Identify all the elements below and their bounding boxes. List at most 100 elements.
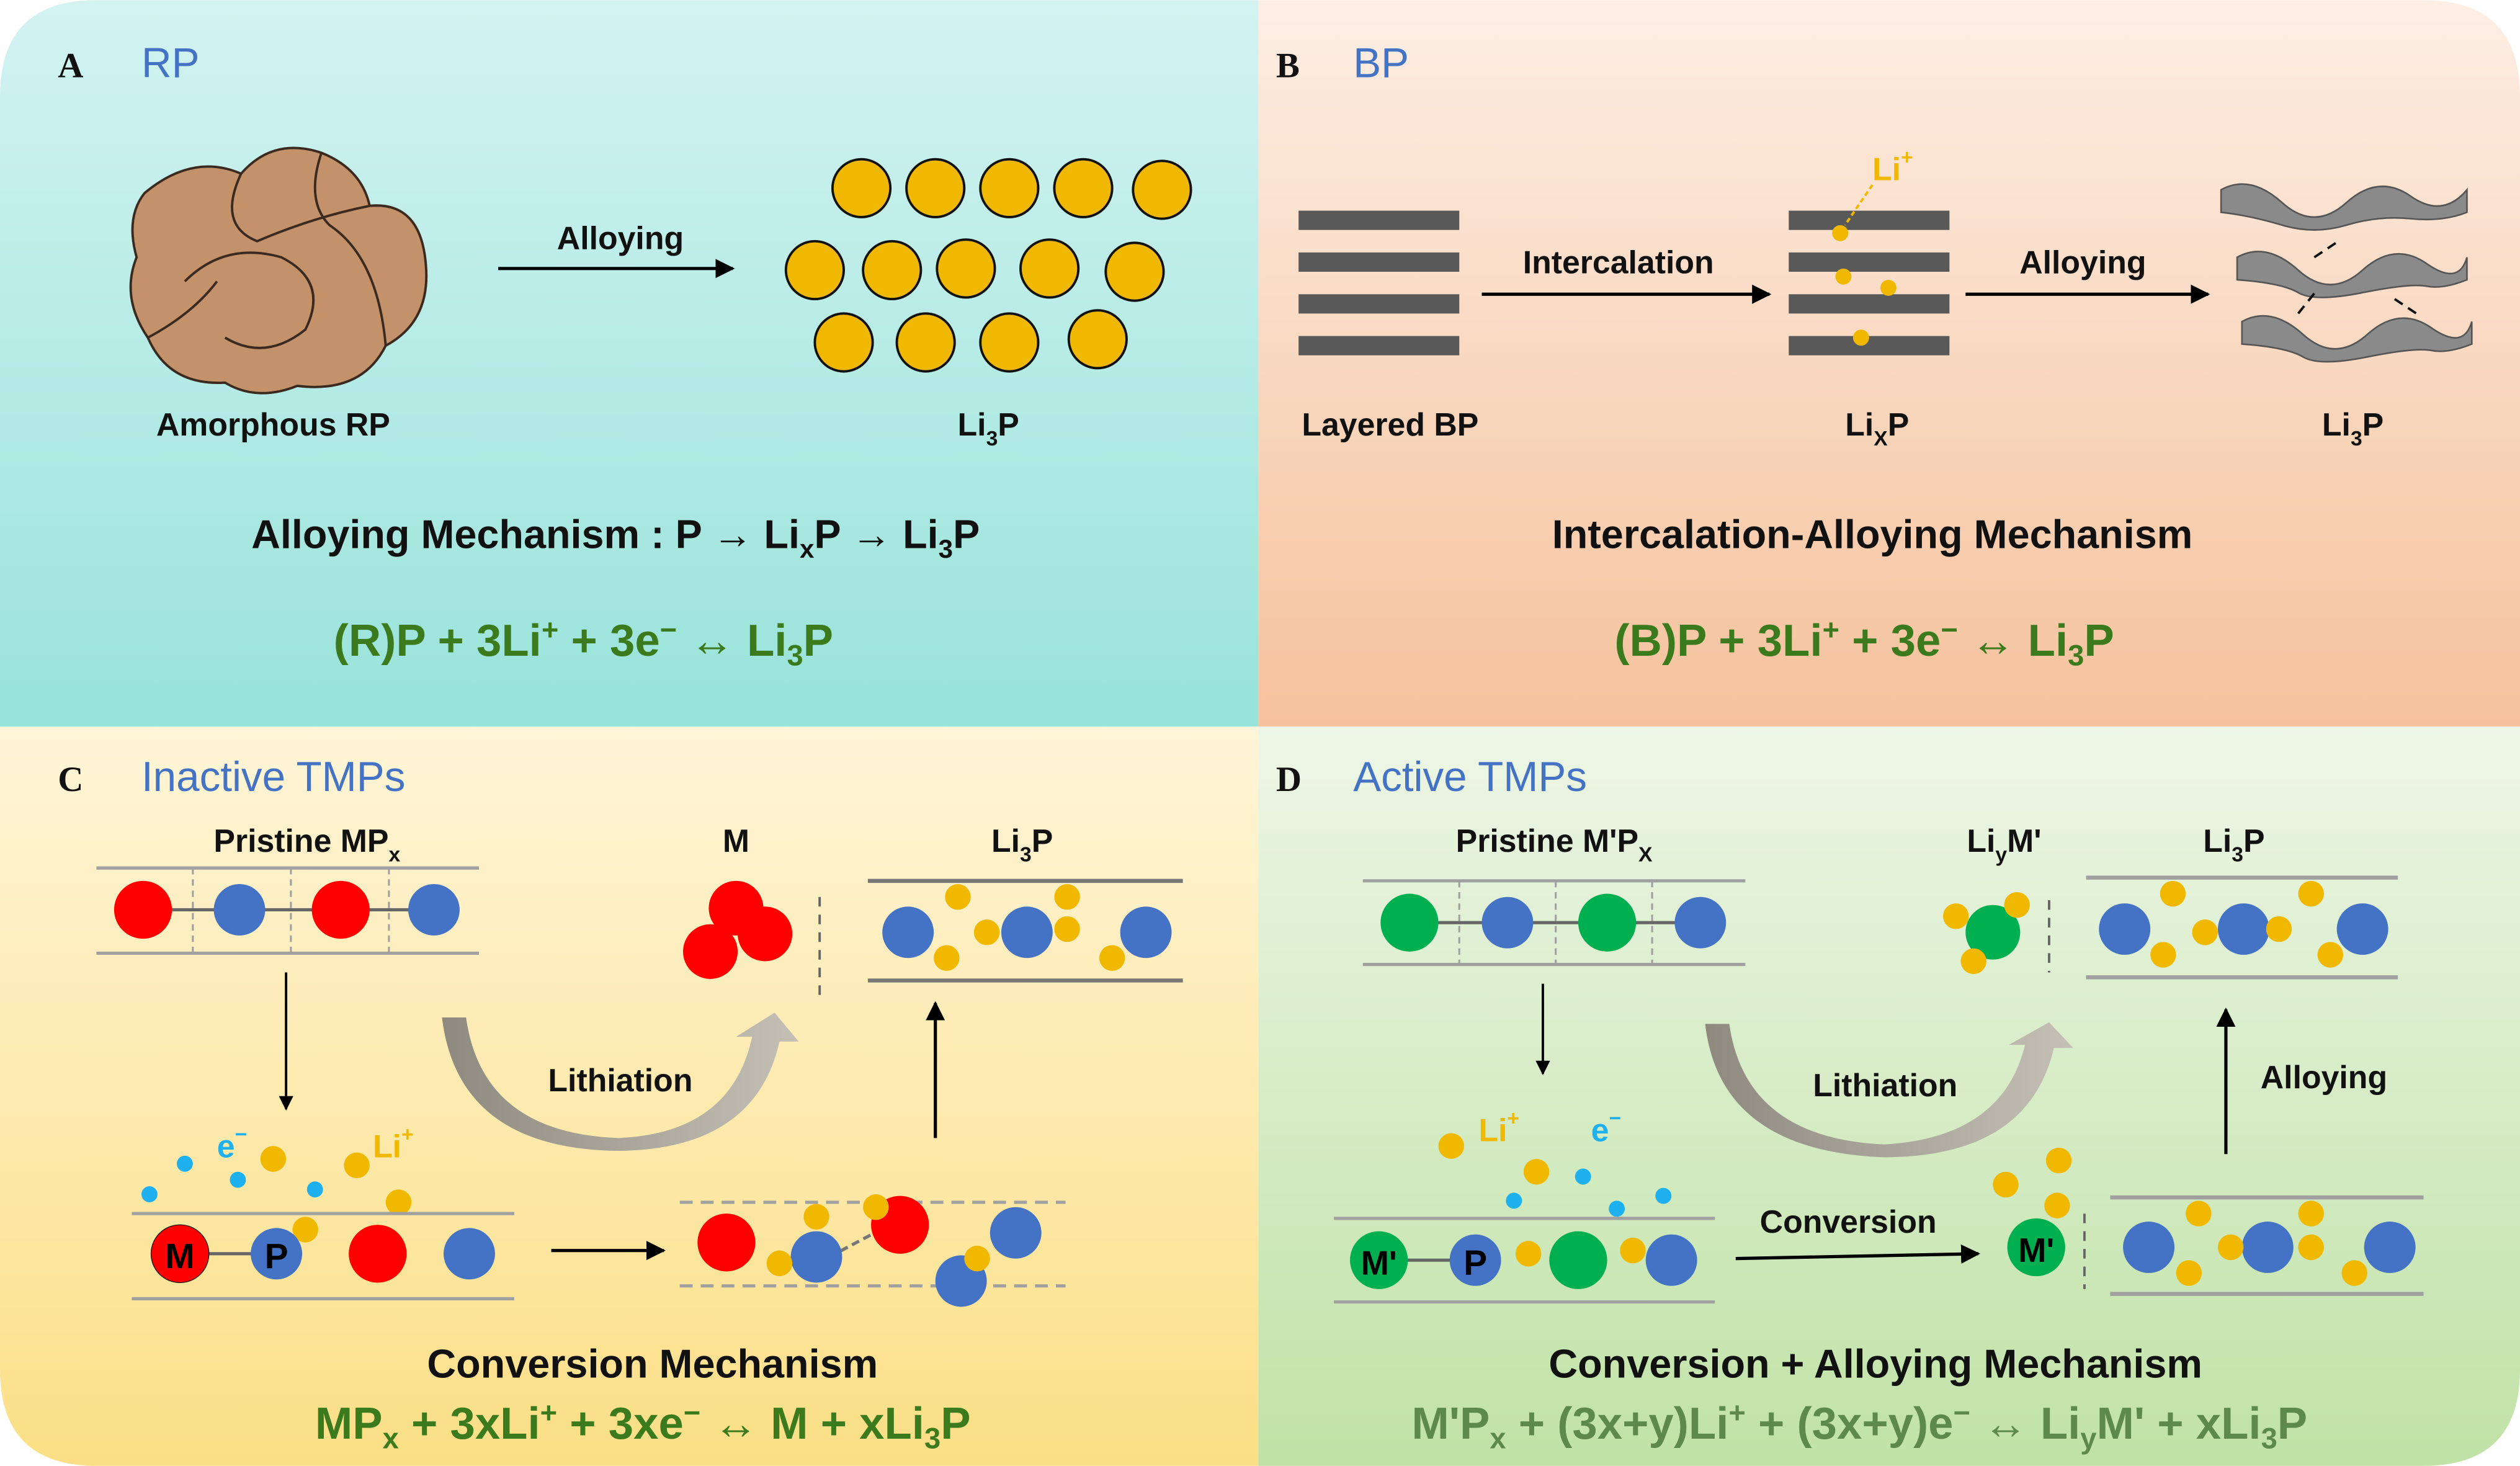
- supscript-text: +: [1507, 1107, 1519, 1130]
- conversion-label: Conversion: [1760, 1204, 1937, 1240]
- subscript-text: 3: [2068, 639, 2084, 672]
- phosphorus-atom-label: P: [1463, 1243, 1487, 1283]
- panel-d: D Active TMPs Pristine M'PX LiyM' Li3P L…: [1276, 754, 2424, 1454]
- supscript-text: +: [1728, 1396, 1746, 1429]
- text-segment: + (3x+y)e: [1746, 1398, 1954, 1449]
- text-segment: M': [2007, 823, 2041, 859]
- text-segment: M'P: [1411, 1398, 1490, 1449]
- conversion-arrow: [1735, 1244, 1981, 1264]
- supscript-text: −: [660, 613, 677, 646]
- supscript-text: +: [542, 613, 559, 646]
- mechanism-title: Alloying Mechanism : P → LixP → Li3P: [251, 512, 980, 564]
- intercalation-label: Intercalation: [1523, 244, 1714, 280]
- text-segment: Li: [2322, 406, 2351, 442]
- pristine-mpx-lattice: [1362, 879, 1746, 967]
- reduced-metal-atom: [2007, 1218, 2065, 1277]
- lithiation-curved-arrow: [442, 1012, 799, 1151]
- panel-title: Inactive TMPs: [141, 754, 405, 800]
- pristine-mpx-label: Pristine M'PX: [1456, 823, 1653, 867]
- supscript-text: +: [1901, 146, 1913, 169]
- amorphous-rp-label: Amorphous RP: [156, 406, 390, 442]
- phosphorus-atom-label: P: [265, 1236, 288, 1276]
- panel-c: C Inactive TMPs Pristine MPx M Li3P Lith…: [58, 754, 1183, 1454]
- subscript-text: 3: [986, 427, 998, 450]
- lithiation-label: Lithiation: [1813, 1067, 1957, 1103]
- pristine-mpx-lattice: [96, 866, 479, 955]
- text-segment: ↔ Li: [677, 615, 787, 666]
- electrons-and-ions: [141, 1146, 412, 1243]
- text-segment: + 3xLi: [399, 1398, 540, 1449]
- text-segment: + 3e: [1839, 615, 1941, 666]
- mechanism-title: Intercalation-Alloying Mechanism: [1552, 512, 2193, 557]
- text-segment: e: [1591, 1112, 1609, 1148]
- metal-atom-label: M: [165, 1236, 194, 1276]
- li-ion-label: Li+: [1872, 146, 1913, 187]
- panel-title: RP: [141, 40, 200, 87]
- phosphorus-atom: [1449, 1234, 1501, 1286]
- amorphous-rp-blob: [129, 146, 428, 395]
- metal-atom: [1350, 1231, 1408, 1289]
- subscript-text: 3: [2351, 427, 2362, 450]
- li3p-lattice-bottom: [2110, 1195, 2424, 1296]
- text-segment: + 3e: [558, 615, 659, 666]
- text-segment: Pristine M'P: [1456, 823, 1638, 859]
- panel-letter: C: [58, 760, 83, 799]
- text-segment: P: [2243, 823, 2265, 859]
- li3p-lattice: [867, 878, 1183, 983]
- reaction-equation: (R)P + 3Li+ + 3e− ↔ Li3P: [334, 613, 833, 671]
- text-segment: P: [2362, 406, 2384, 442]
- li3p-particles: [784, 158, 1192, 373]
- panel-b: B BP Layered BP Intercalation Li+ LiXP A…: [1276, 40, 2473, 672]
- phosphorus-atom: [251, 1228, 303, 1280]
- text-segment: P: [941, 1398, 970, 1449]
- text-segment: Li: [1478, 1112, 1507, 1148]
- text-segment: ↔ Li: [1970, 1398, 2080, 1449]
- text-segment: P: [2084, 615, 2114, 666]
- text-segment: Li: [2203, 823, 2232, 859]
- supscript-text: −: [684, 1396, 701, 1429]
- electron-label: e−: [1591, 1107, 1621, 1148]
- lithium-ions: [1832, 225, 1897, 346]
- metal-label: M: [723, 823, 749, 859]
- supscript-text: −: [1953, 1396, 1970, 1429]
- metal-atom-label: M': [1361, 1245, 1397, 1282]
- text-segment: Li: [991, 823, 1020, 859]
- panel-a: A RP Amorphous RP Alloying Li3P Alloying…: [58, 40, 1192, 672]
- reaction-equation: MPx + 3xLi+ + 3xe− ↔ M + xLi3P: [315, 1396, 971, 1454]
- text-segment: (B)P + 3Li: [1614, 615, 1822, 666]
- li3p-label: Li3P: [958, 406, 1019, 450]
- text-segment: (R)P + 3Li: [334, 615, 542, 666]
- text-segment: Conversion Mechanism: [427, 1341, 878, 1386]
- text-segment: M: [723, 823, 749, 859]
- conversion-intermediate: [679, 1194, 1066, 1307]
- layered-bp-sheets: [1298, 210, 1460, 355]
- liym-label: LiyM': [1967, 823, 2041, 867]
- subscript-text: 3: [2261, 1421, 2277, 1454]
- text-segment: P: [2277, 1398, 2307, 1449]
- subscript-text: x: [1490, 1421, 1506, 1454]
- mechanism-title: Conversion Mechanism: [427, 1341, 878, 1386]
- lithiation-label: Lithiation: [548, 1062, 692, 1098]
- lixp-sheets: [1789, 210, 1950, 355]
- text-segment: Li: [1967, 823, 1995, 859]
- subscript-text: 3: [939, 534, 953, 563]
- subscript-text: 3: [787, 639, 803, 672]
- text-segment: Li: [958, 406, 986, 442]
- text-segment: + (3x+y)Li: [1506, 1398, 1729, 1449]
- subscript-text: x: [800, 534, 815, 563]
- li-ion-label: Li+: [1478, 1107, 1519, 1148]
- panel-letter: B: [1276, 47, 1300, 86]
- text-segment: e: [217, 1128, 235, 1164]
- li3p-label: Li3P: [2322, 406, 2384, 450]
- supscript-text: +: [401, 1124, 414, 1146]
- electrons-and-ions: [1438, 1133, 1672, 1217]
- supscript-text: −: [1609, 1107, 1621, 1130]
- alloying-label: Alloying: [2261, 1059, 2387, 1095]
- subscript-text: 3: [2232, 844, 2243, 867]
- text-segment: ↔ Li: [1958, 615, 2068, 666]
- metal-atom: [150, 1224, 210, 1284]
- text-segment: P: [1032, 823, 1053, 859]
- liym-cluster: [1942, 892, 2030, 975]
- layered-bp-label: Layered BP: [1302, 406, 1478, 442]
